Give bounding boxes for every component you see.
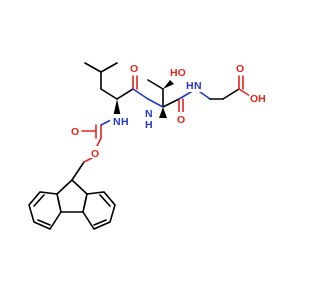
molecule-structure: HO O N H O H N O OH N H O O	[28, 62, 269, 231]
bond-leu-ca-co	[116, 88, 134, 100]
n-thr-label: N	[145, 108, 153, 120]
bond-leu-co-n	[132, 88, 149, 100]
bond-n-thr-ca	[147, 98, 164, 108]
bond-ibu-4	[100, 88, 118, 100]
right-benzene-double-2	[93, 219, 107, 226]
thr-carbonyl-o-label: O	[177, 114, 185, 126]
bond-fmoc-ch2-ch	[71, 161, 85, 181]
right-benzene-double-1	[99, 194, 111, 207]
carbon-skeleton	[28, 62, 240, 231]
thr-carbonyl-o-bg	[175, 112, 187, 124]
left-benzene-double-1	[33, 194, 45, 207]
bond-ibu-1	[84, 62, 102, 73]
h-leu-label: H	[121, 116, 129, 128]
n-gly-bg	[185, 78, 205, 92]
structure-canvas: HO O N H O H N O OH N H O O	[28, 62, 269, 231]
leu-carbonyl-o-label: O	[130, 63, 138, 75]
h-thr-label: H	[145, 119, 153, 131]
left-benzene-ring	[28, 191, 62, 231]
right-benzene-ring	[82, 191, 116, 231]
right-benzene-double-3	[83, 197, 87, 209]
bond-thr-ca-co	[162, 98, 180, 108]
atom-labels: HO O N H O H N O OH N H O O	[70, 62, 269, 160]
ester-o-bg	[90, 146, 102, 158]
thr-wedge-bond	[159, 107, 167, 118]
gly-carbonyl-o-bg	[235, 62, 247, 74]
stereo-bonds	[113, 80, 174, 118]
hydroxyl-label: HO	[170, 67, 186, 79]
bond-gly-ca-co	[222, 88, 240, 100]
gly-carbonyl-o-label: O	[236, 63, 244, 75]
leu-carbonyl-o-bg	[129, 62, 141, 74]
n-leu-bg	[110, 114, 130, 128]
bond-gly-c-oh	[238, 88, 251, 97]
bond-ibu-2	[100, 62, 118, 73]
bond-thr-cb-me	[147, 79, 164, 90]
left-benzene-double-2	[37, 219, 51, 226]
n-thr-bg	[143, 106, 155, 130]
bond-five-1	[56, 179, 73, 195]
bond-five-2	[71, 179, 88, 195]
bond-ester-o-ch2	[83, 157, 93, 163]
thr-hydroxyl-wedge-bond	[163, 80, 174, 89]
carbamate-carbonyl-o-bg	[70, 124, 82, 136]
ho-label-bg	[168, 66, 186, 78]
left-benzene-double-3	[57, 197, 61, 209]
n-gly-label: N	[194, 80, 202, 92]
h-gly-label: H	[186, 80, 194, 92]
oh-label-bg	[249, 92, 269, 104]
carboxyl-oh-label: OH	[250, 93, 266, 105]
ester-o-label: O	[91, 148, 99, 160]
oxygen-bonds	[83, 75, 251, 163]
n-leu-label: N	[113, 116, 121, 128]
carbamate-carbonyl-o-label: O	[71, 126, 79, 138]
leu-wedge-bond	[113, 99, 121, 117]
